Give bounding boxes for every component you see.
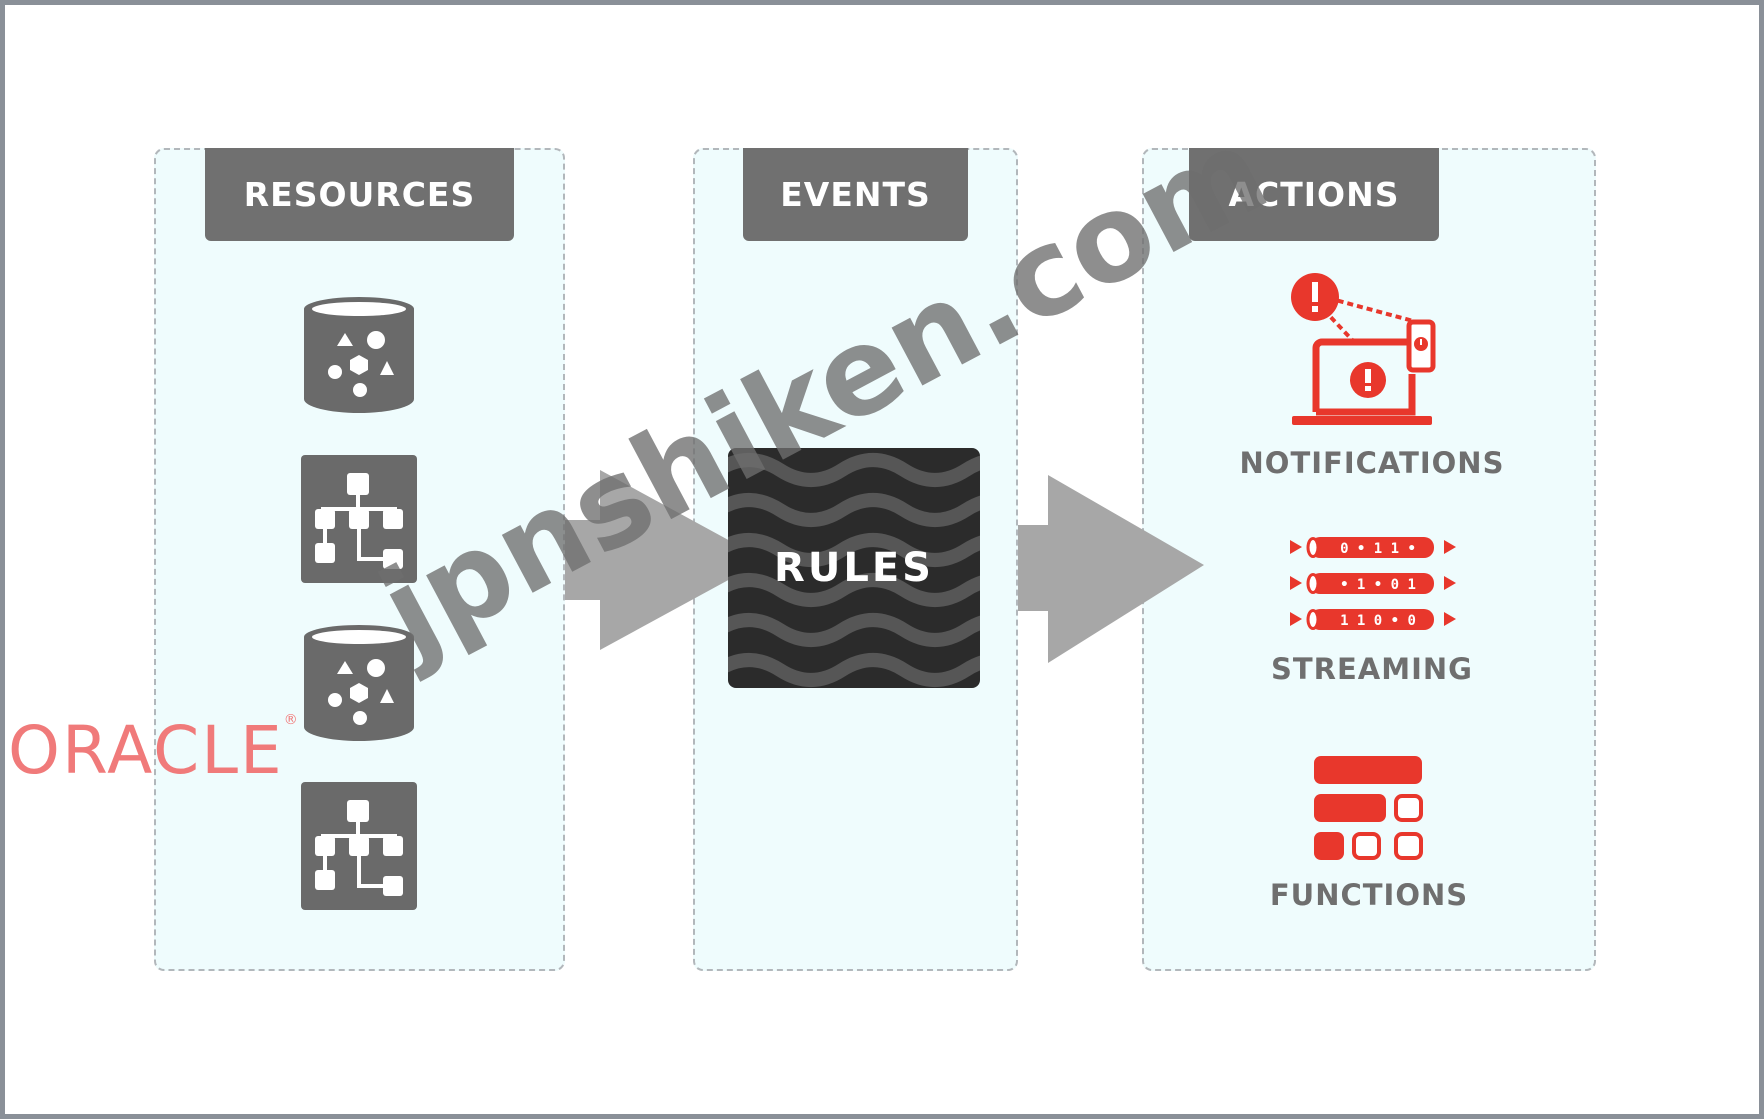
arrow-resources-to-events-icon bbox=[565, 470, 765, 650]
functions-label: FUNCTIONS bbox=[1269, 878, 1469, 912]
events-header: EVENTS bbox=[743, 148, 968, 241]
functions-blocks-icon bbox=[1314, 756, 1423, 860]
oracle-logo-mark: ® bbox=[283, 712, 300, 728]
stream-line-2: • 1 • 0 1 bbox=[1340, 577, 1416, 593]
stream-line-3: 1 1 0 • 0 bbox=[1340, 613, 1416, 629]
notifications-label: NOTIFICATIONS bbox=[1239, 446, 1505, 480]
workflow-icon bbox=[301, 455, 417, 583]
oracle-logo-text: ORACLE bbox=[8, 712, 284, 789]
rules-block: RULES bbox=[728, 448, 980, 688]
database-icon bbox=[304, 297, 414, 413]
arrow-events-to-actions-icon bbox=[1018, 475, 1204, 663]
oracle-logo: ORACLE® bbox=[8, 712, 300, 789]
workflow-icon bbox=[301, 782, 417, 910]
resources-header: RESOURCES bbox=[205, 148, 514, 241]
rules-label: RULES bbox=[774, 545, 934, 591]
stream-line-1: 0 • 1 1 • bbox=[1340, 541, 1416, 557]
wave-pattern-icon bbox=[728, 453, 980, 687]
database-icon bbox=[304, 625, 414, 741]
streaming-label: STREAMING bbox=[1271, 652, 1473, 686]
notification-alert-icon bbox=[1291, 273, 1436, 425]
actions-header: ACTIONS bbox=[1189, 148, 1439, 241]
data-stream-icon: 0 • 1 1 • • 1 • 0 1 1 1 0 • 0 bbox=[1290, 537, 1456, 630]
